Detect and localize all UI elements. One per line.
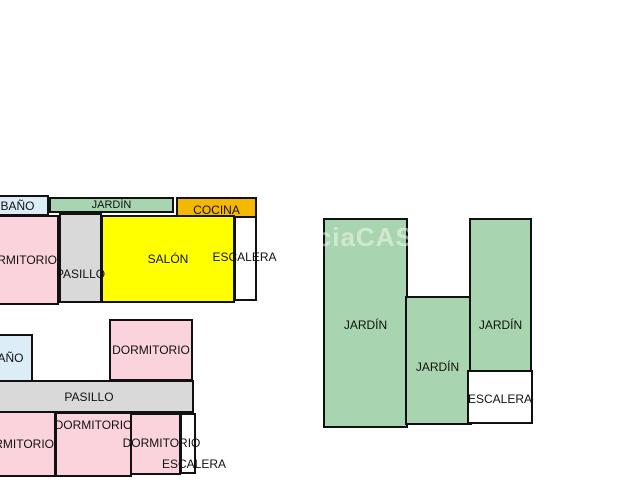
room-dormitorio-bottom-top: DORMITORIO (109, 319, 193, 381)
room-label: BAÑO (0, 351, 24, 365)
room-label: DORMITORIO (112, 343, 190, 357)
room-label: JARDÍN (91, 199, 132, 211)
room-salon: SALÓN (101, 215, 235, 303)
room-label: ESCALERA (161, 456, 227, 471)
room-escalera-top: ESCALERA (212, 216, 277, 301)
room-label: PASILLO (64, 389, 114, 404)
room-label: SALÓN (147, 252, 189, 266)
room-dormitorio-bottom-3: DORMITORIO (123, 413, 200, 475)
room-label: JARDÍN (478, 318, 523, 332)
room-dormitorio-bottom-1: DORMITORIO (0, 411, 56, 477)
room-dormitorio-bottom-2: DORMITORIO (55, 412, 132, 477)
room-label: DORMITORIO (0, 253, 57, 267)
room-label: COCINA (193, 202, 240, 217)
room-label: DORMITORIO (54, 417, 133, 432)
room-escalera-right: ESCALERA (467, 370, 533, 424)
room-bano-bottom: BAÑO (0, 334, 33, 382)
room-label: DORMITORIO (122, 436, 201, 450)
room-label: JARDÍN (343, 318, 388, 332)
room-dormitorio-top: DORMITORIO (0, 215, 59, 305)
room-label: BAÑO (0, 198, 35, 213)
room-bano-top: BAÑO (0, 195, 49, 216)
room-pasillo-bottom: PASILLO (0, 380, 194, 413)
room-label: ESCALERA (212, 249, 277, 264)
room-jardin-strip: JARDÍN (49, 197, 174, 213)
room-jardin-right-right: JARDÍN (469, 218, 532, 372)
room-label: JARDÍN (415, 359, 460, 374)
room-escalera-bottom: ESCALERA (162, 413, 226, 474)
room-pasillo-top: PASILLO (55, 213, 106, 303)
room-label: ESCALERA (467, 392, 533, 406)
room-jardin-right-middle: JARDÍN (405, 296, 472, 425)
room-label: PASILLO (55, 267, 106, 281)
watermark: galiciaCASA (268, 222, 434, 252)
room-label: DORMITORIO (0, 437, 54, 451)
